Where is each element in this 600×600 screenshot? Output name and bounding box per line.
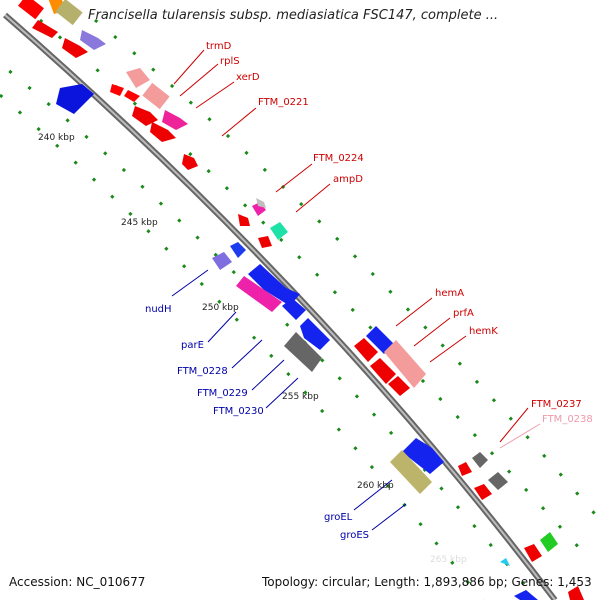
ruler-ticks: 240 kbp 245 kbp 250 kbp 255 kbp 260 kbp … [38,133,467,565]
gene-feature [142,82,170,110]
dotted-tracks [0,18,600,600]
gene-feature [126,68,150,88]
gene-feature [236,276,282,312]
gene-feature [182,154,198,170]
backbone [3,12,558,600]
gene-feature [354,338,378,362]
gene-label-trmD: trmD [206,41,232,52]
topology-text: Topology: circular; Length: 1,893,886 bp… [262,575,592,589]
gene-labels: trmD rplS xerD FTM_0221 FTM_0224 ampD he… [145,41,593,541]
gene-feature [80,30,106,50]
tick-label: 250 kbp [202,303,239,313]
gene-feature [132,106,158,126]
gene-label-ftm0221: FTM_0221 [258,97,309,108]
callout-lines [171,49,541,531]
gene-cluster-right [354,326,584,600]
tick-label: 260 kbp [357,481,394,491]
gene-feature [282,298,306,320]
gene-feature [300,318,330,350]
gene-label-groES: groES [340,530,369,541]
map-title: Francisella tularensis subsp. mediasiati… [88,8,499,23]
gene-feature [568,586,584,600]
gene-feature [124,90,140,102]
gene-label-prfA: prfA [453,308,474,319]
gene-feature [524,544,542,562]
gene-feature [472,452,488,468]
gene-feature [62,38,88,58]
gene-feature [150,122,176,142]
gene-feature [500,558,510,566]
gene-feature [270,222,288,240]
gene-label-hemK: hemK [469,326,498,337]
gene-feature [55,0,83,26]
gene-label-nudH: nudH [145,304,172,315]
gene-cluster-top [18,0,198,170]
gene-feature [514,590,538,600]
tick-label: 255 kbp [282,392,319,402]
gene-label-ampD: ampD [333,174,363,185]
gene-feature [284,332,322,372]
gene-feature [248,264,300,306]
gene-feature [390,450,432,494]
gene-label-ftm0230: FTM_0230 [213,406,264,417]
gene-label-ftm0237: FTM_0237 [531,399,582,410]
gene-feature [256,198,266,208]
gene-label-hemA: hemA [435,288,464,299]
gene-label-groEL: groEL [324,512,353,523]
gene-feature [540,532,558,552]
tick-label: 245 kbp [121,218,158,228]
gene-feature [258,236,272,248]
gene-label-xerD: xerD [236,72,260,83]
gene-feature [458,462,472,476]
gene-label-rplS: rplS [220,56,240,67]
gene-feature [230,242,246,258]
gene-feature [370,358,396,384]
gene-feature [212,252,232,270]
tick-label: 265 kbp [430,555,467,565]
gene-feature [366,326,394,354]
gene-feature [56,84,94,114]
gene-feature [388,376,410,396]
gene-feature [384,340,426,388]
gene-feature [238,214,250,226]
tick-label: 240 kbp [38,133,75,143]
gene-feature [32,20,58,38]
gene-label-ftm0228: FTM_0228 [177,366,228,377]
gene-feature [488,472,508,490]
gene-label-ftm0238: FTM_0238 [542,414,593,425]
gene-feature [402,438,444,474]
gene-feature [110,84,124,96]
gene-label-parE: parE [181,340,204,351]
gene-feature [18,0,44,20]
gene-label-ftm0224: FTM_0224 [313,153,364,164]
gene-feature [474,484,492,500]
gene-cluster-mid [212,198,330,372]
accession-text: Accession: NC_010677 [9,575,146,589]
gene-label-ftm0229: FTM_0229 [197,388,248,399]
gene-feature [162,110,188,130]
